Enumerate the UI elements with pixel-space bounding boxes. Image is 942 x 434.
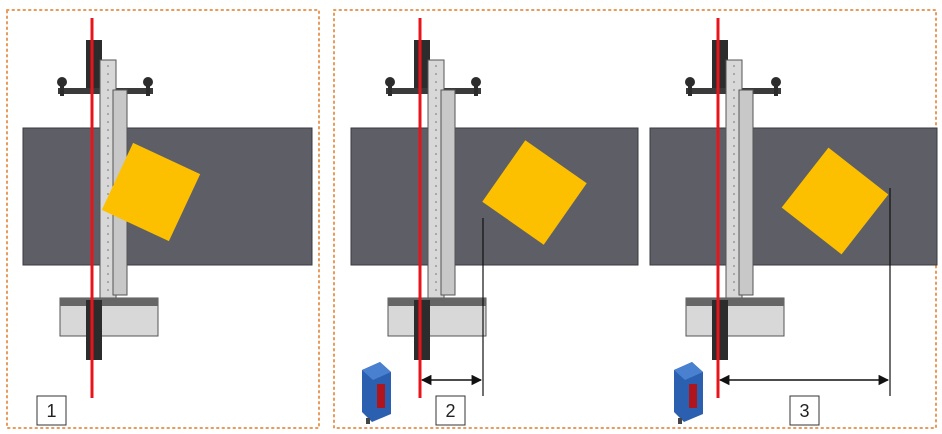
step-label: 2: [445, 401, 455, 421]
barcode-scanner-icon: [385, 40, 487, 360]
step-label: 1: [46, 401, 56, 421]
barcode-scanner-icon: [685, 40, 785, 360]
step-panel-3: 3: [649, 18, 938, 426]
panel-frame-1: [6, 9, 320, 429]
package-box: [781, 147, 889, 255]
photoelectric-sensor-icon: [362, 362, 391, 424]
step-panel-1: 1: [22, 18, 313, 426]
barcode-scanner-icon: [57, 40, 159, 360]
package-box: [101, 142, 201, 242]
package-box: [482, 140, 587, 245]
conveyor-belt: [649, 127, 938, 266]
step-label-box: [789, 395, 820, 426]
step-label: 3: [799, 401, 809, 421]
step-label-box: [435, 395, 466, 426]
step-label-box: [36, 395, 67, 426]
photoelectric-sensor-icon: [674, 362, 703, 424]
step-panel-2: 2: [350, 18, 639, 426]
